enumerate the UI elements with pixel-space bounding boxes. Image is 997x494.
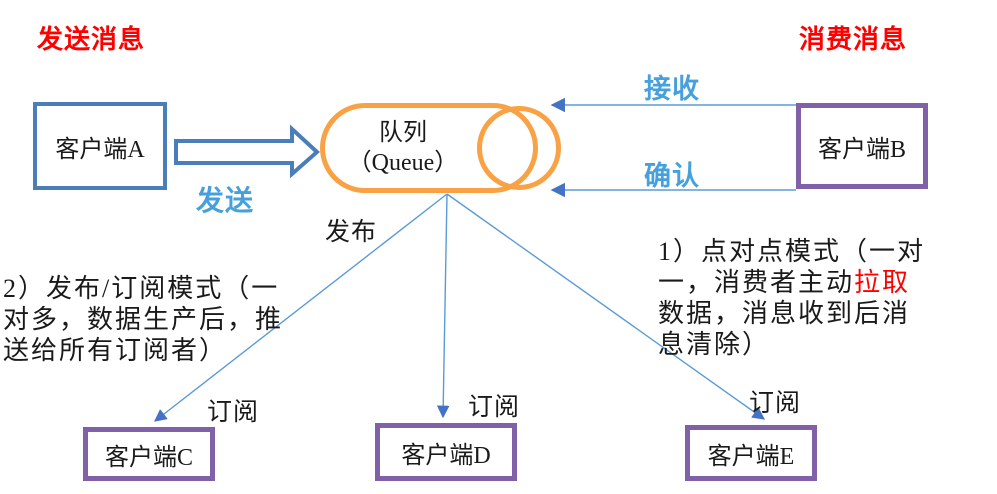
client-d-label: 客户端D <box>401 442 491 469</box>
client-e-label: 客户端E <box>707 443 795 470</box>
client-c-label: 客户端C <box>104 444 193 471</box>
subscribe-edge-label-d: 订阅 <box>468 394 521 421</box>
send-message-title: 发送消息 <box>37 24 146 54</box>
p2p-note-text-before: 1）点对点模式（一对 一，消费者主动 <box>658 237 926 297</box>
subscribe-edge-label-c: 订阅 <box>207 399 260 426</box>
pubsub-mode-note: 2）发布/订阅模式（一 对多，数据生产后，推 送给所有订阅者） <box>3 242 323 366</box>
p2p-note-text-after: 数据，消息收到后消 息清除） <box>658 299 911 359</box>
ack-edge-label: 确认 <box>644 161 700 191</box>
queue-label-line2: （Queue） <box>347 150 459 176</box>
p2p-note-highlight: 拉取 <box>854 268 911 297</box>
send-edge-label: 发送 <box>196 185 255 216</box>
queue-message-circle-icon <box>477 106 561 190</box>
client-b-label: 客户端B <box>817 136 906 163</box>
client-a-label: 客户端A <box>55 136 145 163</box>
publish-arrow-d <box>436 193 450 419</box>
p2p-mode-note: 1）点对点模式（一对 一，消费者主动拉取 数据，消息收到后消 息清除） <box>658 236 988 360</box>
client-e-node: 客户端E <box>685 425 817 481</box>
consume-message-title: 消费消息 <box>799 24 908 54</box>
receive-edge-label: 接收 <box>644 74 700 104</box>
client-c-node: 客户端C <box>83 427 215 481</box>
client-a-node: 客户端A <box>33 102 167 190</box>
subscribe-edge-label-e: 订阅 <box>749 390 802 417</box>
client-d-node: 客户端D <box>375 423 517 481</box>
pubsub-note-text: 2）发布/订阅模式（一 对多，数据生产后，推 送给所有订阅者） <box>3 274 284 365</box>
send-block-arrow <box>174 124 320 179</box>
queue-label-line1: 队列 <box>379 120 427 146</box>
publish-edge-label: 发布 <box>325 219 378 246</box>
client-b-node: 客户端B <box>796 103 928 189</box>
